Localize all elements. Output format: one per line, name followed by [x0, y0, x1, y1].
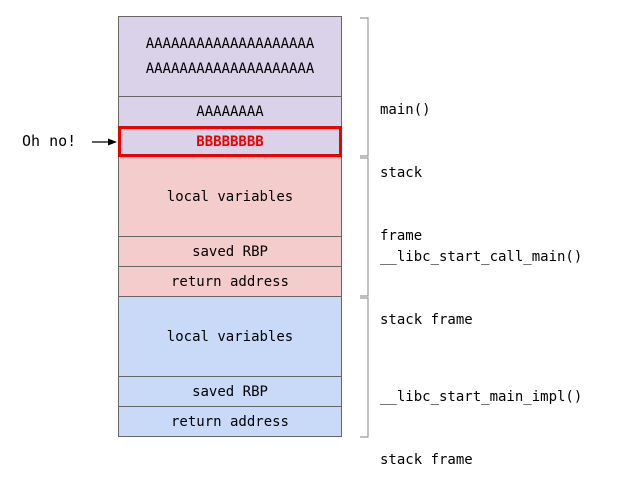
main-impl-frame-label: __libc_start_main_impl() stack frame [380, 345, 582, 492]
main-frame-label-line-3: frame [380, 228, 423, 244]
call-main-return-address-text: return address [170, 273, 289, 290]
call-main-saved-rbp-cell: saved RBP [118, 236, 342, 267]
main-impl-saved-rbp-cell: saved RBP [118, 376, 342, 407]
call-main-frame-label: __libc_start_call_main() stack frame [380, 205, 582, 352]
call-main-frame-bracket [360, 157, 369, 297]
callout-label: Oh no! [22, 132, 77, 150]
main-padding-cell: AAAAAAAA [118, 96, 342, 127]
stack-diagram: { "main_frame": { "buffer_lines": ["AAAA… [22, 16, 583, 468]
main-impl-saved-rbp-text: saved RBP [192, 383, 268, 400]
main-buffer-cell: AAAAAAAAAAAAAAAAAAAA AAAAAAAAAAAAAAAAAAA… [118, 16, 342, 97]
main-buffer-line-2: AAAAAAAAAAAAAAAAAAAA [145, 60, 315, 77]
main-buffer-line-1: AAAAAAAAAAAAAAAAAAAA [145, 35, 315, 52]
main-impl-return-address-text: return address [170, 413, 289, 430]
main-impl-frame-label-line-2: stack frame [380, 452, 473, 468]
call-main-return-address-cell: return address [118, 266, 342, 297]
call-main-frame-label-line-2: stack frame [380, 312, 473, 328]
overwritten-cell: BBBBBBBB [118, 126, 342, 157]
main-impl-frame-bracket [360, 297, 369, 438]
main-impl-local-variables-text: local variables [166, 328, 294, 345]
call-main-local-variables-text: local variables [166, 188, 294, 205]
call-main-saved-rbp-text: saved RBP [192, 243, 268, 260]
overwritten-cell-text: BBBBBBBB [196, 133, 264, 150]
call-main-frame-label-line-1: __libc_start_call_main() [380, 249, 583, 265]
main-frame-label-line-1: main() [380, 102, 431, 118]
main-frame-label: main() stack frame [380, 58, 431, 268]
main-impl-return-address-cell: return address [118, 406, 342, 437]
main-impl-local-variables-cell: local variables [118, 296, 342, 377]
main-frame-bracket [360, 17, 369, 157]
diagram-overlay [92, 17, 369, 438]
main-padding-text: AAAAAAAA [196, 103, 264, 120]
main-frame-label-line-2: stack [380, 165, 423, 181]
main-impl-frame-label-line-1: __libc_start_main_impl() [380, 389, 583, 405]
callout-arrow [92, 138, 117, 146]
